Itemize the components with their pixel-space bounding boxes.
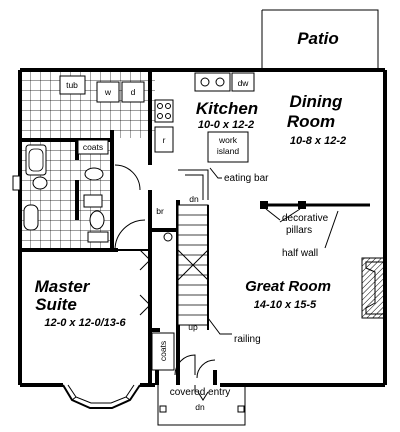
- great-room-dims: 14-10 x 15-5: [254, 299, 317, 311]
- refrigerator-label: r: [163, 135, 166, 145]
- half-wall-label: half wall: [282, 248, 318, 259]
- master-dims: 12-0 x 12-0/13-6: [44, 317, 126, 329]
- fireplace: [361, 257, 386, 319]
- covered-entry: [157, 385, 246, 426]
- great-room-label: Great Room: [245, 278, 331, 295]
- pillar-right: [298, 201, 306, 209]
- door-swings: [114, 164, 216, 379]
- kitchen-label: Kitchen: [196, 99, 258, 118]
- stair-dn-label: dn: [189, 194, 199, 204]
- dining-label-2: Room: [287, 112, 335, 131]
- kitchen-fixtures: dw r work island: [154, 72, 255, 163]
- stairs: [163, 204, 209, 330]
- master-label-1: Master: [35, 277, 91, 296]
- decorative-pillars-label-2: pillars: [286, 225, 312, 236]
- dryer-label: d: [131, 87, 136, 97]
- room-labels: Kitchen 10-0 x 12-2 Dining Room 10-8 x 1…: [35, 92, 347, 329]
- tub-label: tub: [66, 80, 78, 90]
- entry-dn-label: dn: [195, 402, 205, 412]
- stair-up-label: up: [188, 322, 198, 332]
- railing-label: railing: [234, 334, 261, 345]
- kitchen-dims: 10-0 x 12-2: [198, 119, 254, 131]
- patio-area: Patio: [261, 9, 379, 68]
- covered-entry-label: covered entry: [170, 387, 231, 398]
- dining-label-1: Dining: [290, 92, 343, 111]
- counters: [178, 169, 370, 209]
- bay-window: [62, 384, 141, 409]
- master-label-2: Suite: [35, 295, 77, 314]
- coats-lower-label: coats: [158, 341, 168, 361]
- work-island-label-1: work: [218, 135, 238, 145]
- pillar-left: [260, 201, 268, 209]
- closet-lower: coats: [151, 332, 175, 371]
- annotations: eating bar decorative pillars half wall …: [156, 173, 328, 412]
- dishwasher-label: dw: [238, 78, 250, 88]
- dining-dims: 10-8 x 12-2: [290, 135, 346, 147]
- leader-lines: [207, 167, 339, 335]
- washer-label: w: [104, 87, 112, 97]
- work-island-label-2: island: [217, 146, 239, 156]
- eating-bar-label: eating bar: [224, 173, 269, 184]
- exterior-walls: [18, 68, 387, 387]
- coats-upper-label: coats: [83, 142, 103, 152]
- decorative-pillars-label-1: decorative: [282, 213, 329, 224]
- bedroom-label: br: [156, 206, 164, 216]
- laundry-bath-fixtures: tub w d coats: [12, 75, 145, 243]
- patio-label: Patio: [297, 29, 339, 48]
